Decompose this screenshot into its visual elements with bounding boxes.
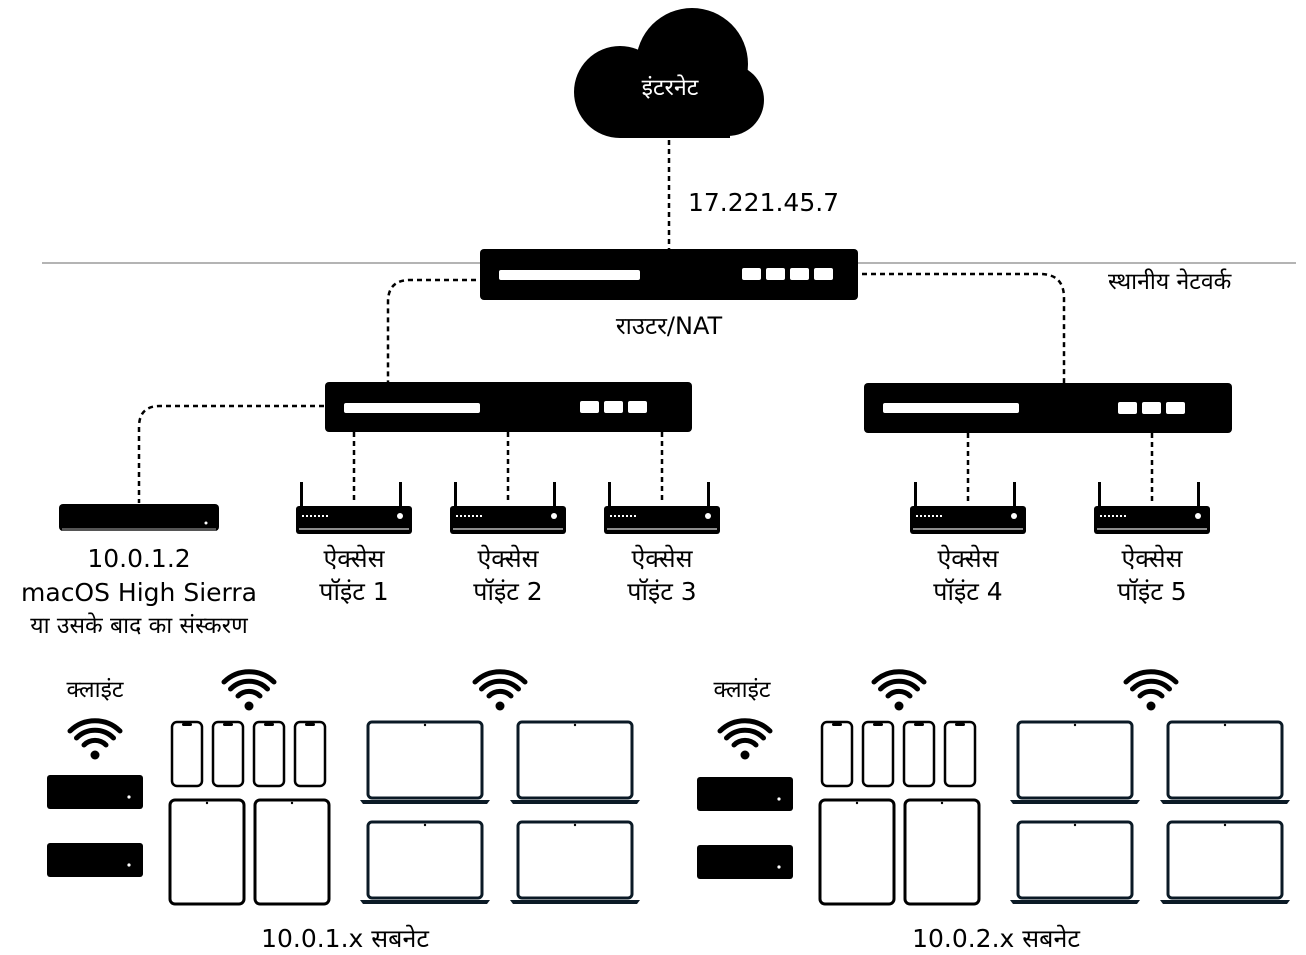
- macbook-icon: [508, 720, 642, 806]
- server-os-label: macOS High Sierra: [21, 578, 257, 607]
- wifi-icon: [1126, 672, 1176, 711]
- ipad-icon: [818, 798, 896, 906]
- mac-mini-icon: [697, 777, 793, 811]
- wifi-icon: [70, 721, 120, 760]
- iphone-icon: [252, 720, 286, 788]
- client-label: क्लाइंट: [66, 677, 124, 703]
- iphone-icon: [293, 720, 327, 788]
- macbook-icon: [1158, 720, 1292, 806]
- macbook-icon: [508, 820, 642, 906]
- iphone-icon: [902, 720, 936, 788]
- local-network-label: स्थानीय नेटवर्क: [1108, 269, 1232, 295]
- server-ip-label: 10.0.1.2: [87, 544, 191, 573]
- mac-mini-icon: [47, 843, 143, 877]
- client-label: क्लाइंट: [713, 677, 771, 703]
- iphone-icon: [211, 720, 245, 788]
- cloud-icon: [574, 8, 764, 138]
- ipad-icon: [253, 798, 331, 906]
- subnet-label: 10.0.2.x सबनेट: [912, 924, 1080, 953]
- macbook-icon: [1008, 820, 1142, 906]
- switch-right-icon: [864, 383, 1232, 433]
- macbook-icon: [358, 820, 492, 906]
- mac-mini-icon: [697, 845, 793, 879]
- macbook-icon: [1008, 720, 1142, 806]
- mac-mini-icon: [47, 775, 143, 809]
- wifi-icon: [720, 721, 770, 760]
- ipad-icon: [168, 798, 246, 906]
- iphone-icon: [820, 720, 854, 788]
- wifi-icon: [874, 672, 924, 711]
- server-mini-icon: [59, 504, 219, 531]
- iphone-icon: [861, 720, 895, 788]
- subnet-label: 10.0.1.x सबनेट: [261, 924, 429, 953]
- wifi-icon: [224, 672, 274, 711]
- iphone-icon: [170, 720, 204, 788]
- internet-label: इंटरनेट: [641, 75, 699, 101]
- public-ip-label: 17.221.45.7: [688, 188, 840, 217]
- macbook-icon: [358, 720, 492, 806]
- iphone-icon: [943, 720, 977, 788]
- wifi-icon: [475, 672, 525, 711]
- router-icon: [480, 249, 858, 300]
- router-label: राउटर/NAT: [615, 312, 723, 340]
- ipad-icon: [903, 798, 981, 906]
- macbook-icon: [1158, 820, 1292, 906]
- server-os-note: या उसके बाद का संस्करण: [30, 613, 248, 639]
- switch-left-icon: [325, 382, 692, 432]
- switch-links: [137, 272, 1154, 504]
